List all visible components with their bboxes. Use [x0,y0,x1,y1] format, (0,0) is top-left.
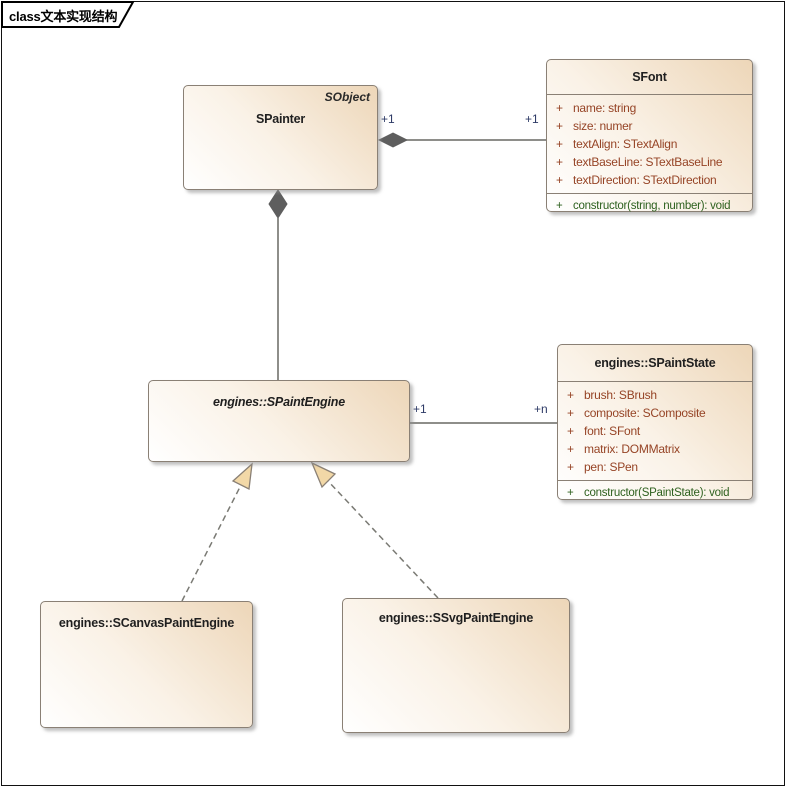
visibility-marker: + [556,119,563,133]
class-box-spaintengine[interactable]: engines::SPaintEngine [148,380,410,462]
class-name: engines::SSvgPaintEngine [378,611,534,625]
multiplicity-label-sfont-side: +1 [525,112,539,126]
class-name: engines::SCanvasPaintEngine [58,616,235,630]
visibility-marker: + [556,101,563,115]
member-text: brush: SBrush [584,388,657,402]
multiplicity-label-spaintstate-side: +n [534,402,548,416]
member-row: + textAlign: STextAlign [547,135,752,153]
member-row: + constructor(SPaintState): void [558,484,752,502]
realization-ssvg-line[interactable] [327,480,439,599]
class-name: engines::SPaintEngine [213,395,345,409]
visibility-marker: + [567,388,574,402]
member-text: size: numer [573,119,633,133]
member-row: + textDirection: STextDirection [547,171,752,189]
member-text: constructor(SPaintState): void [584,487,730,499]
class-box-sfont[interactable]: SFont + name: string + size: numer + textAlig… [546,59,753,212]
multiplicity-label-spaintengine-side: +1 [413,402,427,416]
member-text: textBaseLine: STextBaseLine [573,155,723,169]
multiplicity-label-spainter-side: +1 [381,112,395,126]
realization-scanvas-line[interactable] [181,484,242,602]
member-text: composite: SComposite [584,406,706,420]
member-text: matrix: DOMMatrix [584,442,680,456]
title-compartment: engines::SPaintState [558,345,752,381]
class-box-ssvgpaintengine[interactable]: engines::SSvgPaintEngine [342,598,570,733]
attributes-compartment: + brush: SBrush + composite: SComposite + fon… [558,381,752,480]
member-text: pen: SPen [584,460,638,474]
visibility-marker: + [556,137,563,151]
operations-compartment: + constructor(SPaintState): void [558,480,752,508]
visibility-marker: + [567,442,574,456]
class-box-spainter[interactable]: SObject SPainter [183,85,378,190]
attributes-compartment: + name: string + size: numer + textAlign: STe… [547,94,752,193]
class-box-spaintstate[interactable]: engines::SPaintState +brush: SBrush+comp… [557,344,753,500]
visibility-marker: + [567,424,574,438]
member-text: textAlign: STextAlign [573,137,678,151]
member-text: textDirection: STextDirection [573,173,717,187]
frame-tab [1,1,135,28]
member-row: + matrix: DOMMatrix [558,440,752,458]
member-row: + constructor(string, number): void [547,197,752,215]
member-row: + brush: SBrush [558,386,752,404]
member-row: + pen: SPen [558,458,752,476]
visibility-marker: + [556,155,563,169]
member-row: + textBaseLine: STextBaseLine [547,153,752,171]
visibility-marker: + [556,173,563,187]
realization-arrow-ssvg [310,461,337,489]
visibility-marker: + [567,460,574,474]
member-row: + font: SFont [558,422,752,440]
member-text: constructor(string, number): void [573,200,731,212]
diagram-title: class文本实现结构 [9,9,118,24]
composition-diamond-spainter-sfont [377,132,409,148]
parent-annotation: SObject [324,90,370,104]
member-text: font: SFont [584,424,640,438]
visibility-marker: + [567,406,574,420]
visibility-marker: + [567,487,574,499]
operations-compartment: + constructor(string, number): void [547,193,752,220]
title-compartment: SFont [547,60,752,94]
visibility-marker: + [556,200,563,212]
member-row: + size: numer [547,117,752,135]
member-row: + name: string [547,99,752,117]
member-text: name: string [573,101,637,115]
class-box-scanvaspaintengine[interactable]: engines::SCanvasPaintEngine [40,601,253,728]
class-name: SFont [632,70,667,84]
realization-arrow-scanvas [231,462,253,490]
member-row: + composite: SComposite [558,404,752,422]
composition-diamond-spainter-spaintengine [268,189,288,219]
class-name: SPainter [255,112,306,126]
class-name: engines::SPaintState [594,356,716,370]
